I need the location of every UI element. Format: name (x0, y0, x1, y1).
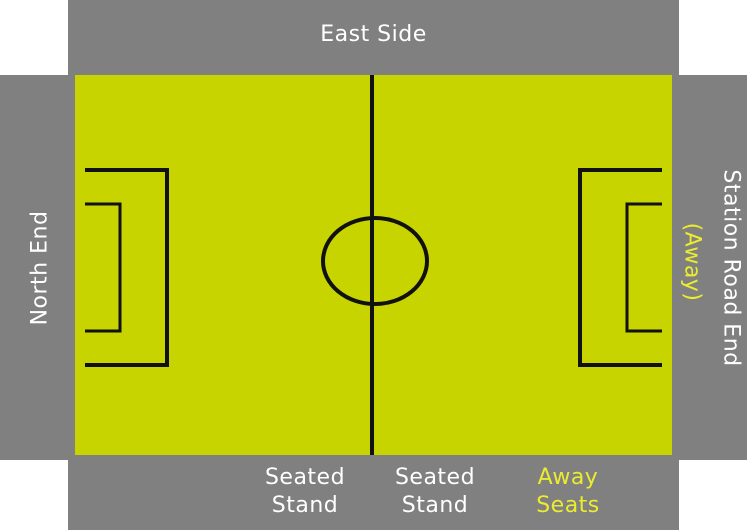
station-road-end-label: Station Road End (718, 169, 744, 367)
penalty-box-station (578, 168, 662, 367)
north-end-label: North End (27, 210, 53, 326)
stand-east-side (68, 0, 679, 75)
penalty-box-north (85, 168, 169, 367)
stand-south-side (68, 455, 679, 530)
centre-circle (321, 216, 429, 306)
south-block-seated-stand-2: Seated Stand (383, 464, 487, 520)
block-line-2: Seats (536, 493, 600, 518)
block-line-1: Away (537, 465, 599, 490)
block-line-2: Stand (401, 493, 469, 518)
east-side-label: East Side (320, 22, 427, 47)
south-block-seated-stand-1: Seated Stand (253, 464, 357, 520)
stand-north-end (0, 75, 75, 460)
block-line-2: Stand (271, 493, 339, 518)
south-block-away-seats: Away Seats (520, 464, 616, 520)
six-yard-box-north (85, 202, 122, 333)
block-line-1: Seated (264, 465, 346, 490)
stand-station-road-end (672, 75, 747, 460)
six-yard-box-station (625, 202, 662, 333)
away-end-note: (Away) (679, 222, 705, 302)
block-line-1: Seated (394, 465, 476, 490)
